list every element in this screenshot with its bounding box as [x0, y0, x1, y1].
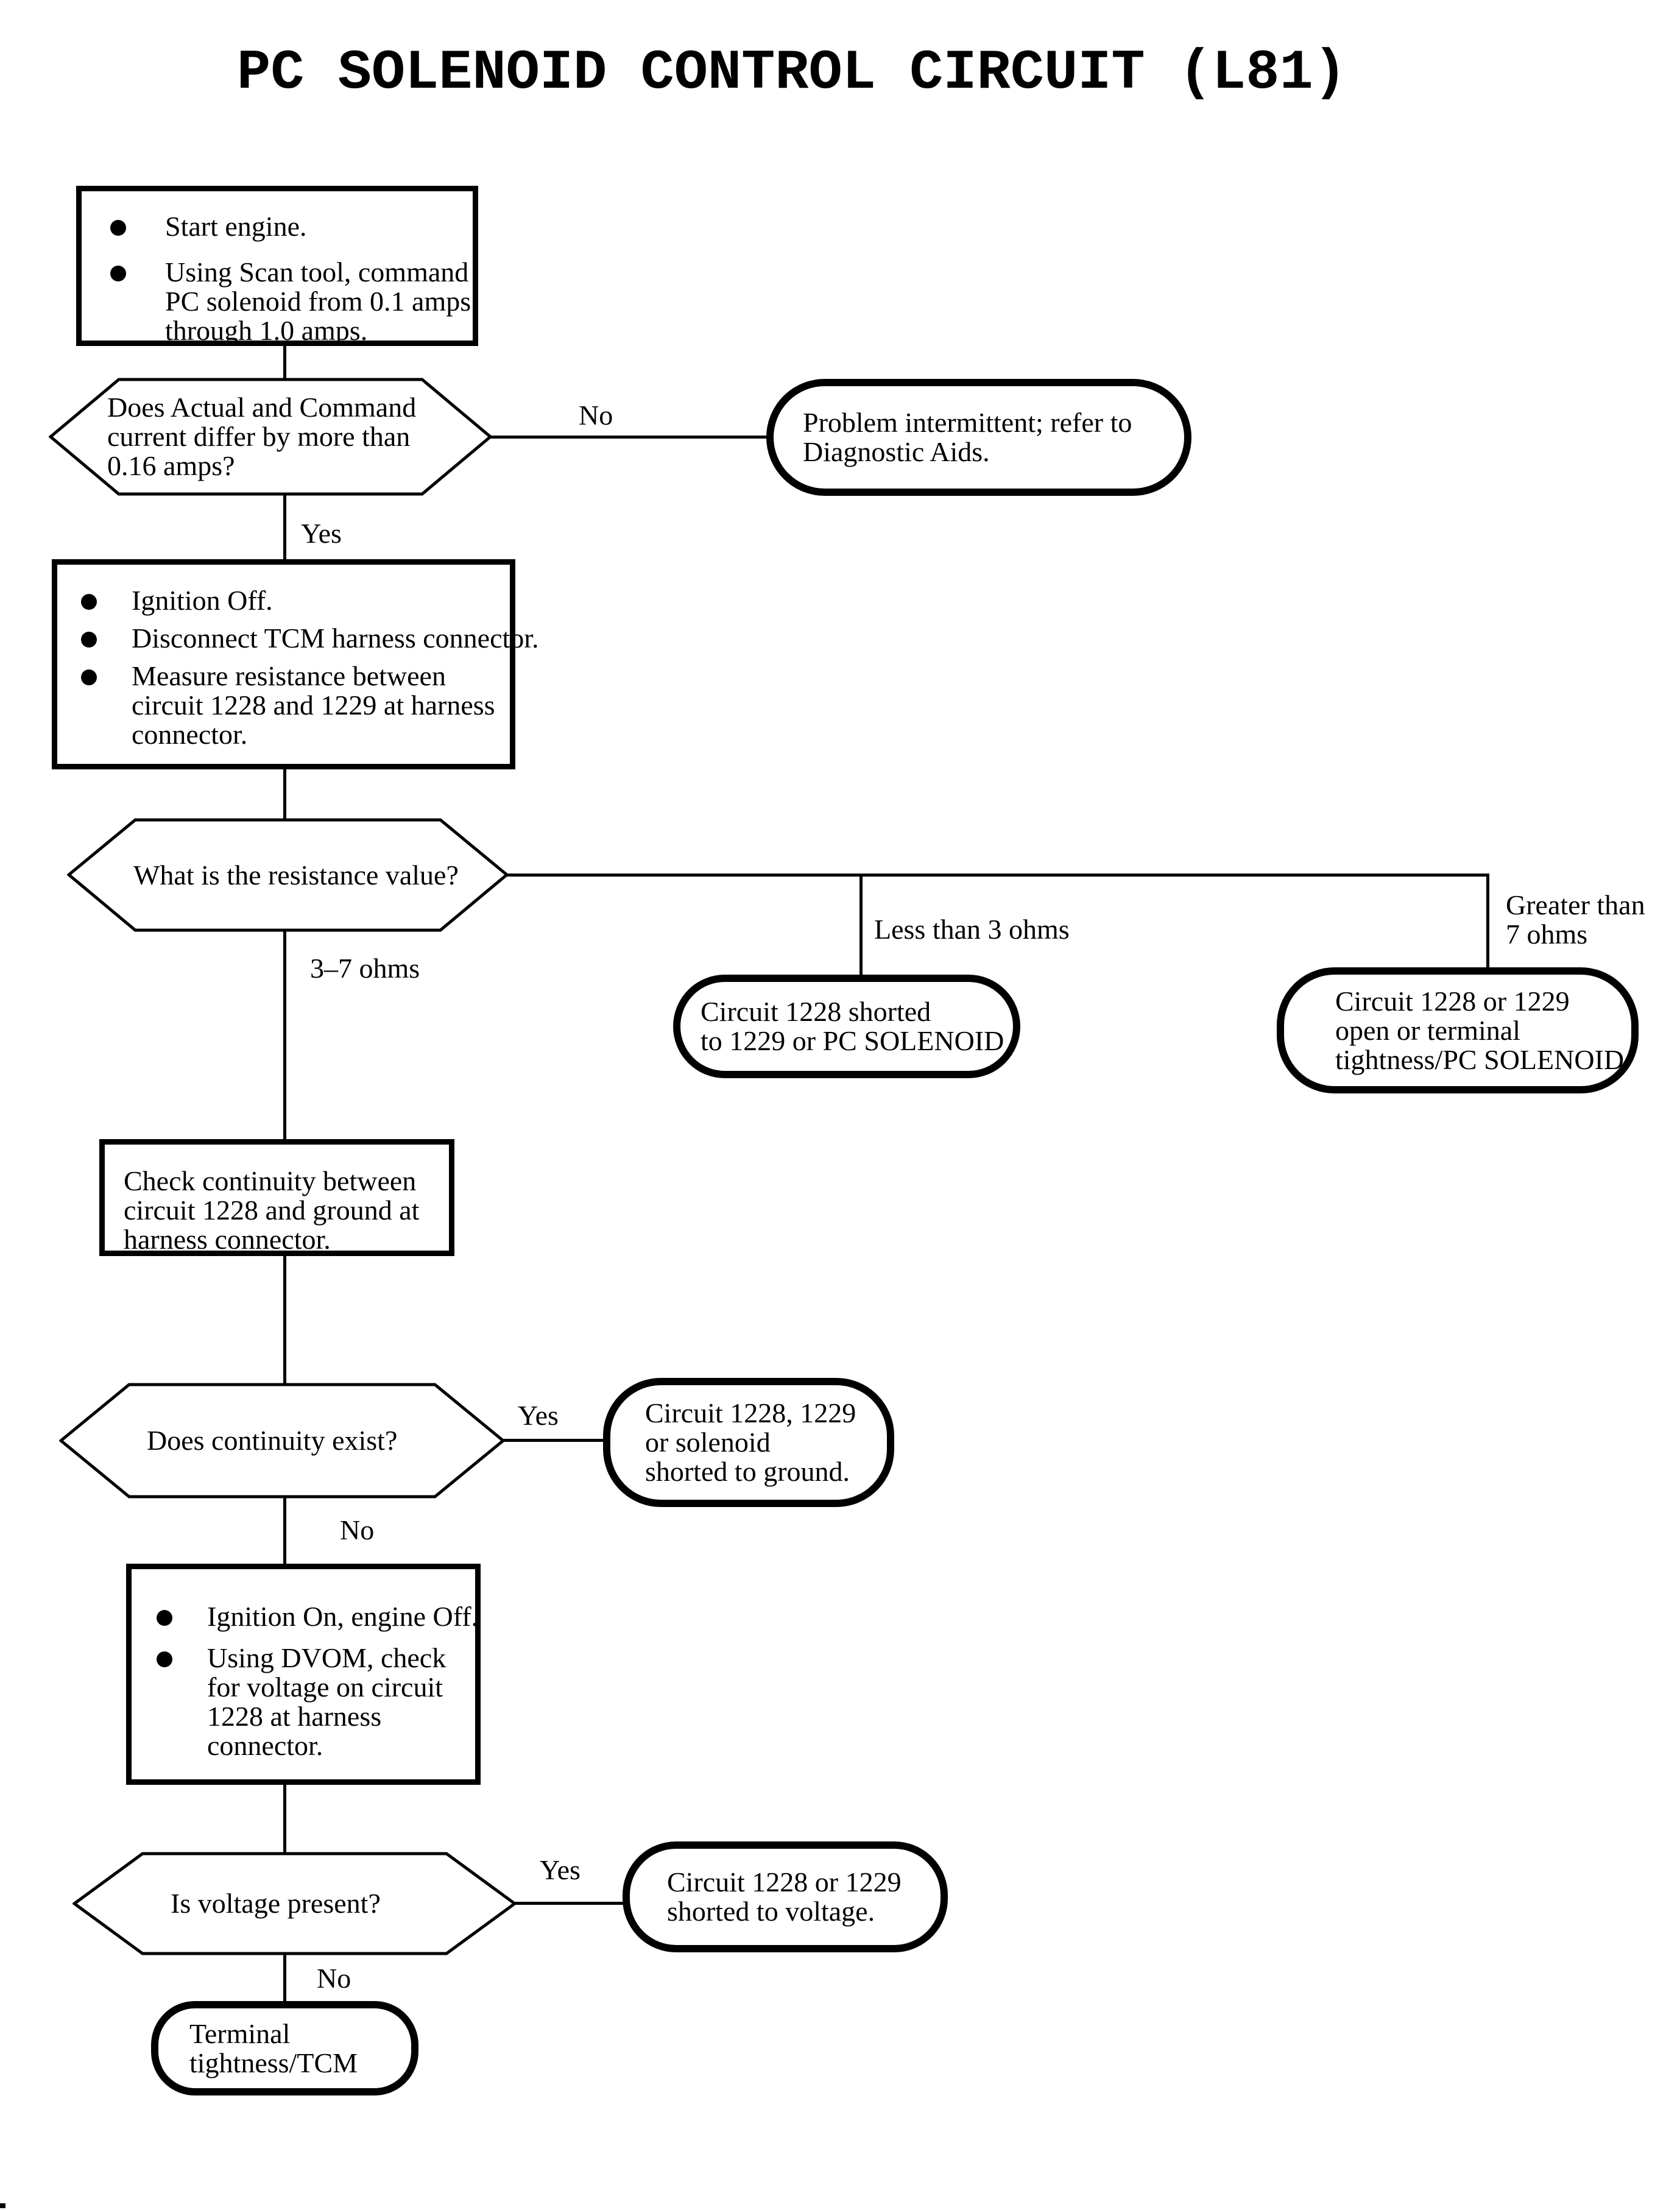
connector-decision4-no [283, 1953, 286, 2003]
terminal-tightness-tcm: Terminal tightness/TCM [151, 2001, 418, 2095]
terminal-shorted-to-ground: Circuit 1228, 1229 or solenoid shorted t… [603, 1378, 894, 1507]
label-no-3: No [340, 1514, 375, 1545]
hexagon-shape [67, 818, 509, 932]
label-3-7-ohms: 3–7 ohms [310, 953, 420, 984]
decision-voltage-present: Is voltage present? [72, 1852, 517, 1955]
hexagon-shape [72, 1852, 517, 1955]
label-yes-4: Yes [540, 1854, 581, 1885]
bullet-icon [81, 594, 97, 610]
bullet-icon [81, 632, 97, 648]
label-yes-3: Yes [518, 1400, 559, 1431]
connector-decision1-no [490, 436, 768, 439]
bullet-icon [110, 220, 126, 236]
page-title: PC SOLENOID CONTROL CIRCUIT (L81) [237, 41, 1347, 105]
connector-step3-decision3 [283, 1255, 286, 1384]
process-box-check-continuity: Check continuity between circuit 1228 an… [99, 1139, 454, 1256]
label-no-1: No [579, 400, 613, 431]
process-box-ignition-on-dvom: Ignition On, engine Off. Using DVOM, che… [126, 1564, 481, 1785]
bullet-icon [157, 1651, 172, 1667]
terminal-circuit-open: Circuit 1228 or 1229 open or terminal ti… [1277, 967, 1639, 1093]
connector-decision4-yes [515, 1902, 625, 1905]
decision-resistance-value: What is the resistance value? [67, 818, 509, 932]
connector-step4-decision4 [283, 1784, 286, 1853]
connector-decision3-yes [504, 1439, 606, 1442]
label-less-than-3-ohms: Less than 3 ohms [874, 914, 1070, 945]
label-no-4: No [317, 1963, 351, 1994]
bullet-icon [110, 266, 126, 281]
connector-less-than-3 [859, 875, 863, 978]
terminal-circuit-shorted-1229: Circuit 1228 shorted to 1229 or PC SOLEN… [673, 975, 1020, 1078]
connector-greater-than-7 [1486, 875, 1489, 970]
process-box-start-engine: Start engine. Using Scan tool, command P… [76, 186, 478, 346]
connector-decision2-step3 [283, 930, 286, 1140]
terminal-shorted-to-voltage: Circuit 1228 or 1229 shorted to voltage. [623, 1841, 948, 1952]
decision-continuity-exist: Does continuity exist? [59, 1383, 505, 1499]
connector-decision2-branch [507, 874, 1489, 877]
connector-decision3-no [283, 1496, 286, 1566]
connector-step1-decision1 [283, 345, 286, 379]
decision-actual-command-current: Does Actual and Command current differ b… [49, 378, 492, 496]
scan-artifact [0, 2203, 5, 2208]
connector-step2-decision2 [283, 768, 286, 819]
terminal-problem-intermittent: Problem intermittent; refer to Diagnosti… [766, 379, 1191, 496]
label-yes-1: Yes [301, 518, 342, 549]
hexagon-shape [59, 1383, 505, 1499]
hexagon-shape [49, 378, 492, 496]
connector-decision1-yes [283, 493, 286, 560]
bullet-icon [157, 1610, 172, 1626]
label-greater-than-7-ohms: Greater than 7 ohms [1506, 889, 1645, 950]
bullet-icon [81, 669, 97, 685]
process-box-ignition-off: Ignition Off. Disconnect TCM harness con… [52, 559, 539, 769]
